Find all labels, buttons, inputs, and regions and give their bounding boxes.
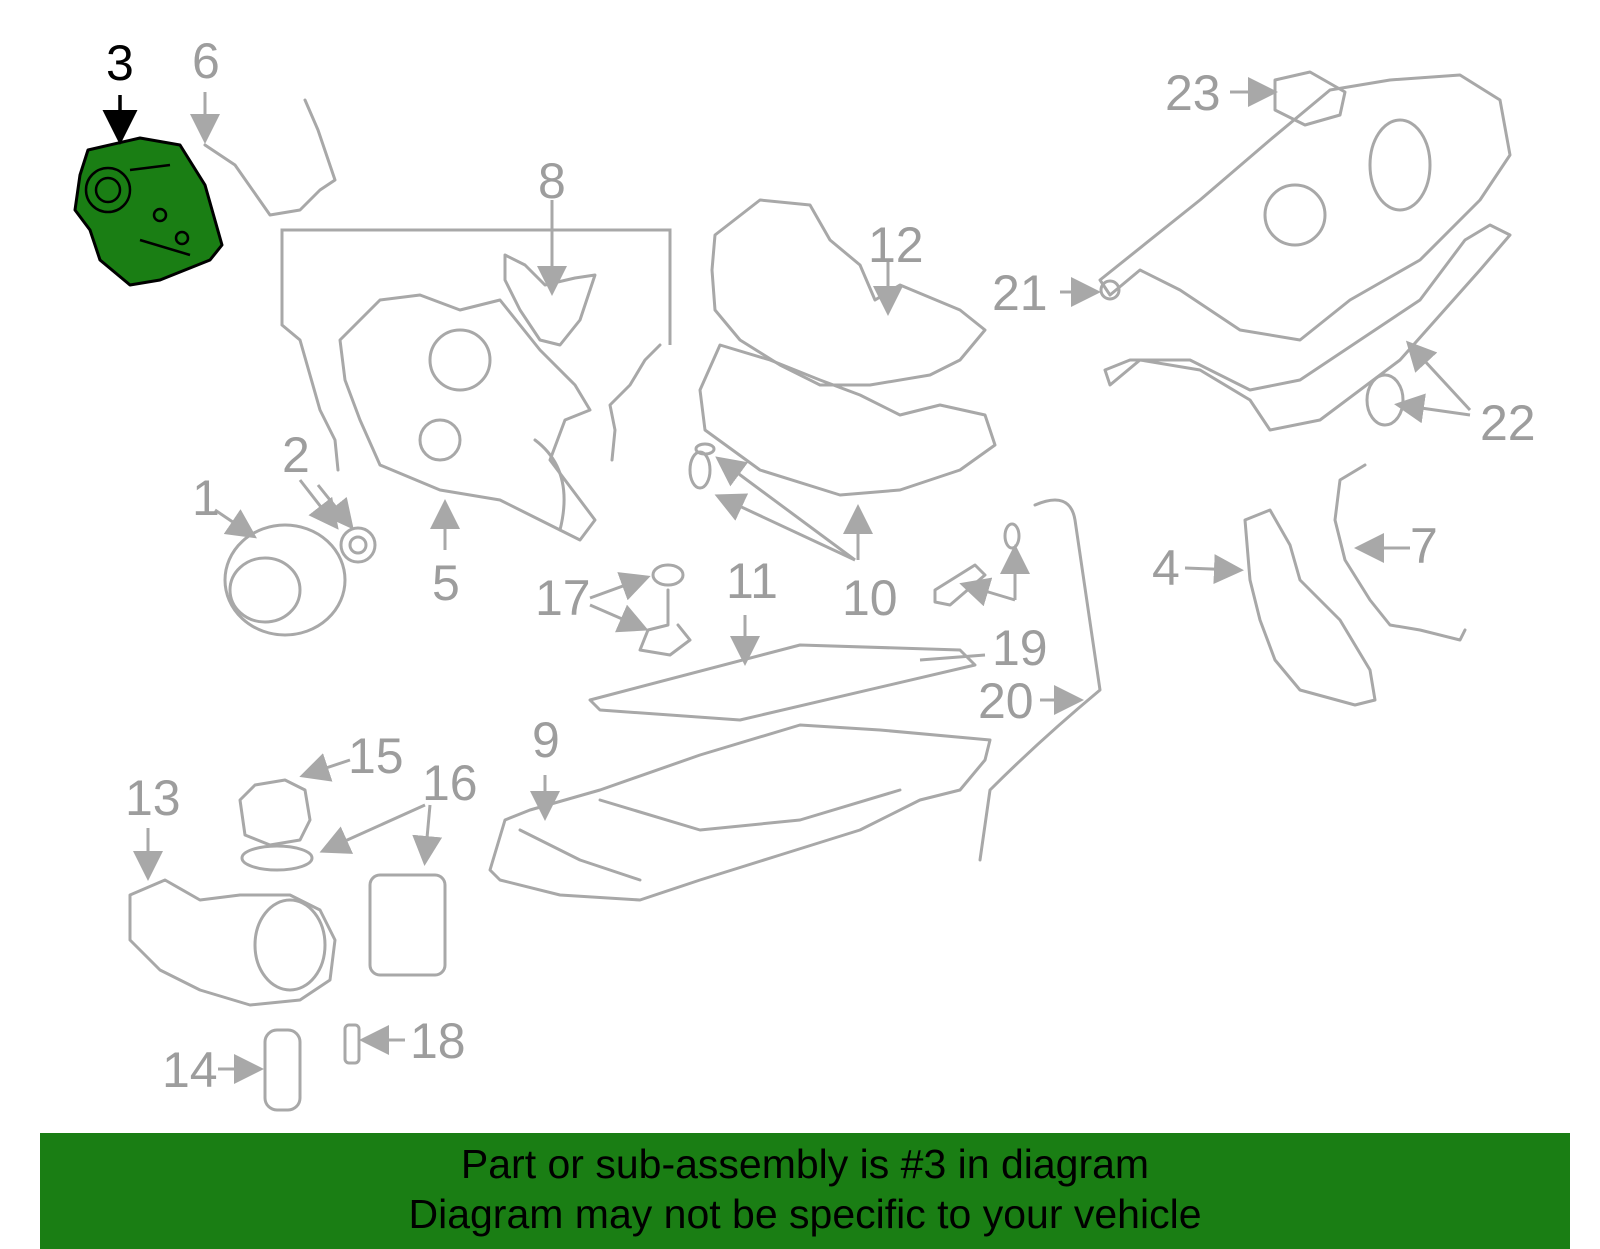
callout-17: 17 [535,570,591,626]
callout-1: 1 [192,470,220,526]
info-banner: Part or sub-assembly is #3 in diagram Di… [40,1133,1570,1249]
callout-12: 12 [868,217,924,273]
callout-3: 3 [106,35,134,91]
callout-22: 22 [1480,395,1536,451]
part-7-gasket[interactable] [1333,463,1467,642]
leader-lines [102,77,1472,1084]
callout-18: 18 [410,1013,466,1069]
part-16-filter[interactable] [368,873,447,977]
callout-23: 23 [1165,65,1221,121]
callout-6: 6 [192,33,220,89]
callout-5: 5 [432,555,460,611]
callout-16: 16 [422,755,478,811]
part-4-cover[interactable] [1243,508,1377,707]
part-10-washer[interactable] [694,442,716,456]
part-17-screen[interactable] [638,563,692,657]
callout-11: 11 [726,553,778,609]
part-2-hub[interactable] [339,526,377,564]
part-23-cap[interactable] [1273,70,1347,127]
callout-9: 9 [532,712,560,768]
part-19-sensor[interactable] [933,522,1021,607]
callout-19: 19 [992,620,1048,676]
part-3-timing-cover[interactable] [73,136,224,287]
part-10-gasket[interactable] [698,343,997,497]
part-22-seal[interactable] [1365,373,1405,427]
part-5-gasket-right[interactable] [608,343,662,462]
part-12-gasket[interactable] [710,198,987,387]
part-10-plug[interactable] [688,450,712,490]
callout-15: 15 [348,728,404,784]
part-20-dipstick-tube[interactable] [978,498,1102,862]
banner-line-1: Part or sub-assembly is #3 in diagram [460,1141,1150,1187]
part-13-filter-housing[interactable] [128,878,337,1007]
part-15-cap[interactable] [238,778,314,872]
callout-4: 4 [1152,540,1180,596]
part-18-sensor[interactable] [343,1023,361,1065]
callout-labels: 3 6 8 12 23 21 22 2 1 5 17 11 10 19 20 4… [106,33,1536,1098]
part-5-front-cover[interactable] [338,293,597,542]
part-6-gasket[interactable] [203,98,337,217]
callout-8: 8 [538,153,566,209]
callout-7: 7 [1410,518,1438,574]
callout-13: 13 [125,770,181,826]
part-1-pulley[interactable] [223,523,347,637]
callout-2: 2 [282,427,310,483]
callout-21: 21 [992,265,1048,321]
callout-14: 14 [162,1042,218,1098]
callout-10: 10 [842,570,898,626]
part-8-bracket[interactable] [503,253,597,347]
part-22-gasket[interactable] [1103,223,1512,432]
part-14-element[interactable] [263,1028,302,1112]
part-9-oil-pan[interactable] [488,723,992,902]
part-21-valve-cover[interactable] [1098,73,1512,342]
callout-20: 20 [978,673,1034,729]
part-11-gasket[interactable] [588,643,977,722]
banner-line-2: Diagram may not be specific to your vehi… [408,1191,1202,1237]
part-5-gasket-left[interactable] [280,323,340,472]
